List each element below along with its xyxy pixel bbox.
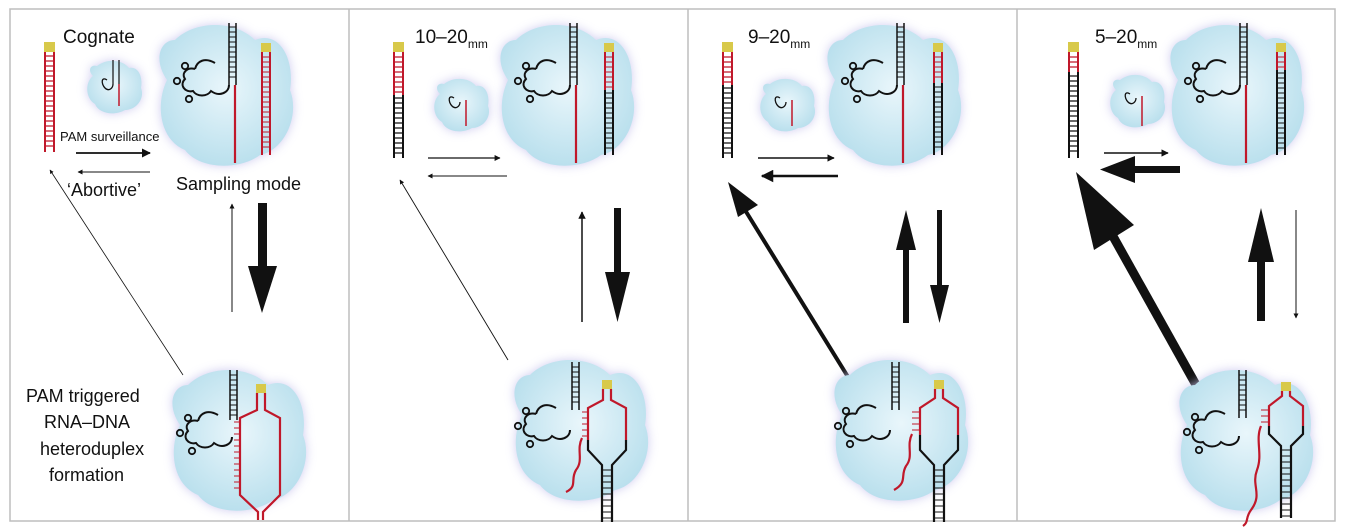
cas9-sampling-icon [827,23,961,166]
reverse-arrow [896,210,916,323]
forward-arrow [930,210,949,323]
cas9-sampling-icon [159,23,293,166]
bound-dna-icon [261,43,271,155]
diagonal-arrow [728,182,855,387]
panel-5-20: 5–20mm [1068,23,1313,527]
bound-dna-icon [933,43,943,155]
free-cas9-icon [1110,75,1165,127]
forward-arrow [605,208,630,322]
sampling-mode-label: Sampling mode [176,174,301,194]
equilibrium-arrows [1100,149,1180,183]
free-dna-icon [393,42,404,158]
free-dna-icon [1068,42,1079,158]
svg-text:heteroduplex: heteroduplex [40,439,144,459]
bound-dna-icon [604,43,614,155]
reverse-arrow [1248,208,1274,321]
free-cas9-icon [434,79,489,131]
diagonal-arrow [399,179,509,361]
heteroduplex-label: PAM triggered RNA–DNA heteroduplex forma… [26,386,144,485]
free-cas9-icon [87,60,142,113]
abortive-label: ‘Abortive’ [67,180,141,200]
panel-title: Cognate [63,27,135,48]
svg-text:PAM triggered: PAM triggered [26,386,140,406]
heteroduplex-complex-icon [833,360,968,522]
pam-surveillance-label: PAM surveillance [60,129,159,144]
free-dna-icon [44,42,55,152]
panel-title: 10–20mm [415,27,488,51]
heteroduplex-complex-icon [1179,370,1313,527]
panel-cognate: Cognate [26,23,306,520]
svg-text:formation: formation [49,465,124,485]
diagonal-arrow [49,169,184,376]
diagonal-arrow [1076,172,1204,395]
cas9-sampling-icon [1170,23,1304,166]
free-cas9-icon [760,79,815,131]
equilibrium-arrows [76,148,151,175]
panel-9-20: 9–20mm [722,23,968,522]
equilibrium-arrows [758,154,838,183]
panel-title: 9–20mm [748,27,810,51]
cas9-sampling-icon [500,23,634,166]
panel-10-20: 10–20mm [393,23,648,522]
heteroduplex-complex-icon [513,360,648,522]
bound-dna-icon [1276,43,1286,155]
panel-title: 5–20mm [1095,27,1157,51]
forward-arrow [248,203,277,313]
equilibrium-arrows [427,155,507,179]
heteroduplex-complex-icon [172,370,306,520]
svg-text:RNA–DNA: RNA–DNA [44,412,130,432]
free-dna-icon [722,42,733,158]
panel-frames [9,8,1336,522]
